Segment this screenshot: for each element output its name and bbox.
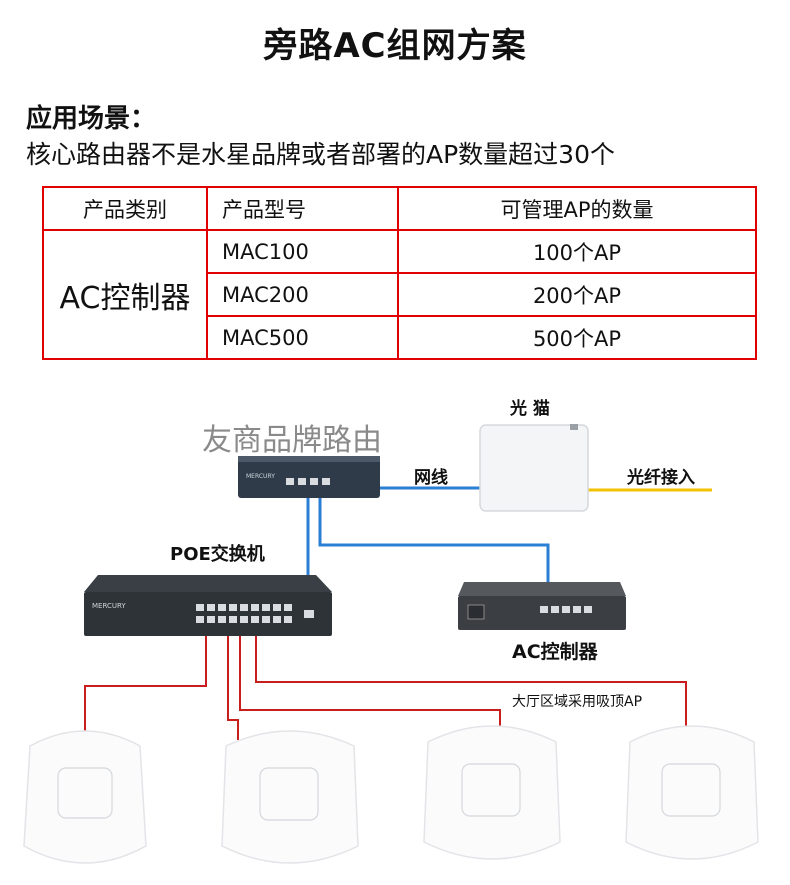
router-to-ac-cable bbox=[318, 498, 550, 608]
model-cell: MAC100 bbox=[206, 229, 399, 274]
router-brand: MERCURY bbox=[246, 473, 275, 480]
category-cell: AC控制器 bbox=[42, 229, 208, 360]
table-row: MAC500 500个AP bbox=[43, 315, 757, 360]
ap-wire-3 bbox=[239, 632, 501, 740]
poe-switch-icon: MERCURY bbox=[84, 575, 332, 636]
capacity-cell: 500个AP bbox=[397, 315, 757, 360]
ceiling-ap-icon bbox=[221, 730, 359, 864]
ap-area-label: 大厅区域采用吸顶AP bbox=[512, 694, 642, 710]
modem-label: 光 猫 bbox=[509, 398, 550, 419]
ac-label: AC控制器 bbox=[512, 640, 599, 663]
watermark-label: 友商品牌路由 bbox=[202, 423, 382, 458]
ceiling-ap-icon bbox=[23, 730, 147, 864]
optical-modem-icon bbox=[479, 424, 589, 512]
scene-description: 核心路由器不是水星品牌或者部署的AP数量超过30个 bbox=[26, 140, 615, 169]
ap-wire-2 bbox=[227, 632, 239, 740]
ceiling-ap-icon bbox=[423, 725, 561, 860]
cable-label: 网线 bbox=[414, 467, 448, 488]
model-cell: MAC500 bbox=[206, 315, 399, 360]
ac-controller-icon bbox=[458, 582, 626, 630]
header-capacity: 可管理AP的数量 bbox=[397, 186, 757, 231]
ceiling-ap-icon bbox=[625, 725, 759, 860]
capacity-cell: 100个AP bbox=[397, 229, 757, 274]
ap-wire-4 bbox=[255, 632, 687, 740]
ap-wire-1 bbox=[84, 632, 207, 740]
table-header-row: 产品类别 产品型号 可管理AP的数量 bbox=[42, 186, 757, 231]
table-row: AC控制器 MAC100 100个AP bbox=[42, 229, 757, 360]
page-title: 旁路AC组网方案 bbox=[263, 26, 527, 66]
capacity-cell: 200个AP bbox=[397, 272, 757, 317]
spec-table: 产品类别 产品型号 可管理AP的数量 AC控制器 MAC100 100个AP M… bbox=[42, 186, 757, 360]
header-category: 产品类别 bbox=[42, 186, 208, 231]
scene-label: 应用场景： bbox=[26, 104, 157, 134]
fiber-label: 光纤接入 bbox=[626, 467, 695, 488]
header-model: 产品型号 bbox=[206, 186, 399, 231]
router-icon: MERCURY bbox=[238, 456, 380, 498]
poe-brand: MERCURY bbox=[92, 602, 126, 610]
network-diagram: MERCURY MERCURY bbox=[23, 398, 759, 864]
poe-label: POE交换机 bbox=[170, 543, 265, 565]
model-cell: MAC200 bbox=[206, 272, 399, 317]
table-row: MAC200 200个AP bbox=[43, 272, 757, 317]
